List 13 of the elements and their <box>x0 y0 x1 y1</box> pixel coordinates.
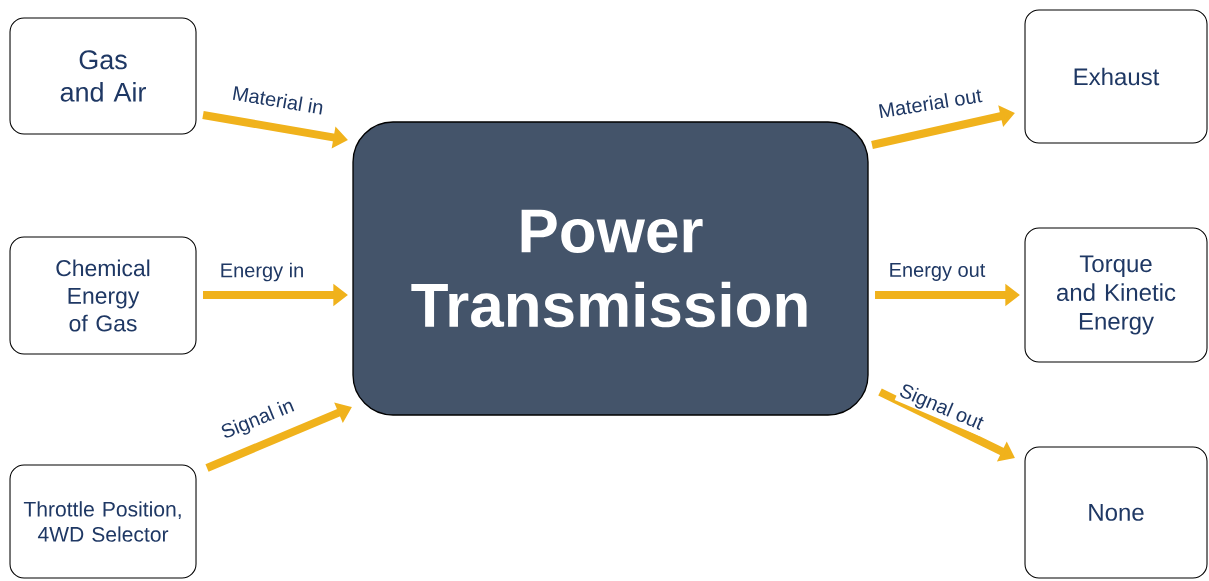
edge-label: Material in <box>229 83 327 117</box>
text-box: Throttle Position, 4WD Selector <box>9 464 197 579</box>
text-box: None <box>1024 446 1208 579</box>
text-box: Exhaust <box>1024 9 1208 144</box>
process-box: Power Transmission <box>352 121 869 416</box>
text-box: Gas and Air <box>9 17 197 135</box>
edge-label: Signal in <box>217 395 299 445</box>
text-box: Chemical Energy of Gas <box>9 236 197 355</box>
edge-label: Energy out <box>887 261 987 283</box>
edge-label: Material out <box>875 86 985 120</box>
text-box: Torque and Kinetic Energy <box>1024 227 1208 363</box>
edge-label: Signal out <box>894 380 988 436</box>
edge-label: Energy in <box>218 261 306 283</box>
